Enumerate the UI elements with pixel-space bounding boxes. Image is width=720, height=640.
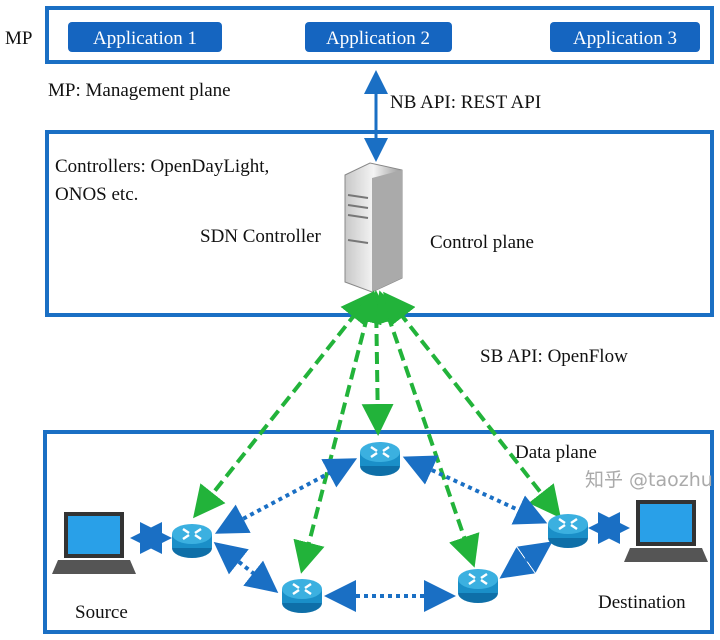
application-3[interactable]: Application 3 [550, 22, 700, 52]
router-icon [456, 567, 500, 605]
data-links [130, 455, 630, 612]
controllers-line1: Controllers: OpenDayLight, [55, 156, 269, 177]
nb-api-label: NB API: REST API [390, 92, 541, 113]
router-icon [280, 577, 324, 615]
management-plane-box [45, 6, 714, 64]
controllers-line2: ONOS etc. [55, 184, 138, 205]
watermark: 知乎 @taozhu [585, 469, 713, 491]
mp-caption: MP: Management plane [48, 80, 231, 101]
sdn-controller-label: SDN Controller [200, 226, 322, 247]
application-2[interactable]: Application 2 [305, 22, 452, 52]
source-laptop-icon [52, 512, 136, 574]
router-icon [546, 512, 590, 550]
mp-label: MP [5, 28, 32, 49]
destination-laptop-icon [624, 500, 708, 562]
application-1[interactable]: Application 1 [68, 22, 222, 52]
svg-text:Application 2: Application 2 [326, 28, 430, 49]
svg-text:Application 3: Application 3 [573, 28, 677, 49]
svg-text:Application 1: Application 1 [93, 28, 197, 49]
router-icon [358, 440, 402, 478]
router-icon [170, 522, 214, 560]
data-plane-label: Data plane [515, 442, 597, 463]
server-icon [344, 162, 403, 293]
sb-api-label: SB API: OpenFlow [480, 346, 628, 367]
source-label: Source [75, 602, 128, 623]
control-plane-label: Control plane [430, 232, 534, 253]
destination-label: Destination [598, 592, 686, 613]
